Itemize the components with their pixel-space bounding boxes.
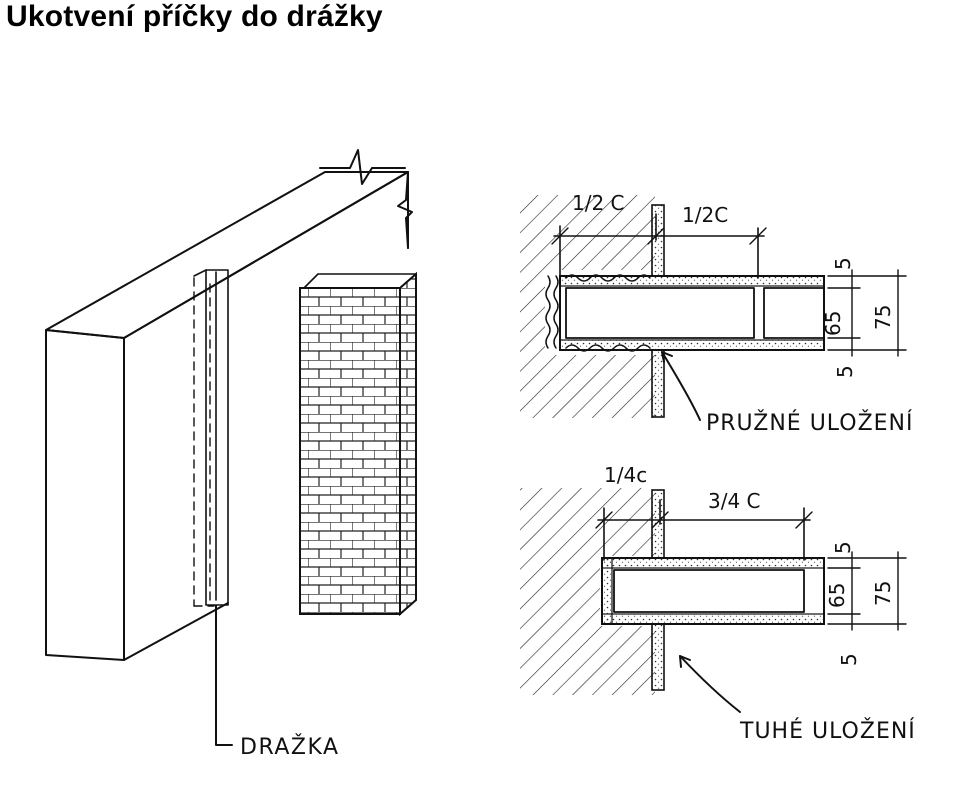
wall-break-symbol [319,149,406,185]
dim-65-a: 65 [821,311,845,336]
dim-5-c: 5 [831,541,855,554]
hollow-core-c [613,569,805,613]
label-tuhe-ulozeni: TUHÉ ULOŽENÍ [739,718,916,744]
wall-3d: DRAŽKA [45,149,413,760]
section-rigid: 1/4c 3/4 C 5 65 75 5 TUHÉ ULOŽENÍ [520,463,916,744]
label-drazka: DRAŽKA [240,734,340,760]
brick-top-face [303,273,417,289]
dim-label-half-c-left: 1/2 C [572,191,625,215]
hatched-wall-bottom [520,488,655,695]
label-pruzne-ulozeni: PRUŽNÉ ULOŽENÍ [706,410,914,436]
dim-75-b: 75 [871,581,895,606]
dim-65-b: 65 [825,583,849,608]
flexible-leader [661,351,701,421]
hollow-core-b [763,287,825,339]
dim-5-a: 5 [831,257,855,270]
wall-bottom-edge [123,602,229,661]
wall-break-edge [397,171,413,249]
dim-label-quarter-c: 1/4c [604,463,647,487]
wall-front-face [45,329,125,661]
rigid-leader [679,655,741,713]
page-title: Ukotvení příčky do drážky [6,0,383,33]
dim-5-d: 5 [837,653,861,666]
section-flexible: 1/2 C 1/2C 5 65 75 5 PRUŽNÉ ULOŽENÍ [520,191,914,436]
hollow-core-a [565,287,755,339]
elastic-fill-bottom [565,344,651,352]
dim-label-half-c-right: 1/2C [682,203,728,227]
dim-5-b: 5 [833,365,857,378]
elastic-fill-top [565,274,651,282]
dim-75-a: 75 [871,305,895,330]
elastic-fill-left [545,275,551,349]
brick-front-face [299,287,401,615]
brick-side-face [399,271,417,617]
brick-partition [299,271,417,617]
groove-slot [205,269,229,606]
groove-leader [215,605,233,746]
dim-label-three-quarter-c: 3/4 C [708,489,761,513]
